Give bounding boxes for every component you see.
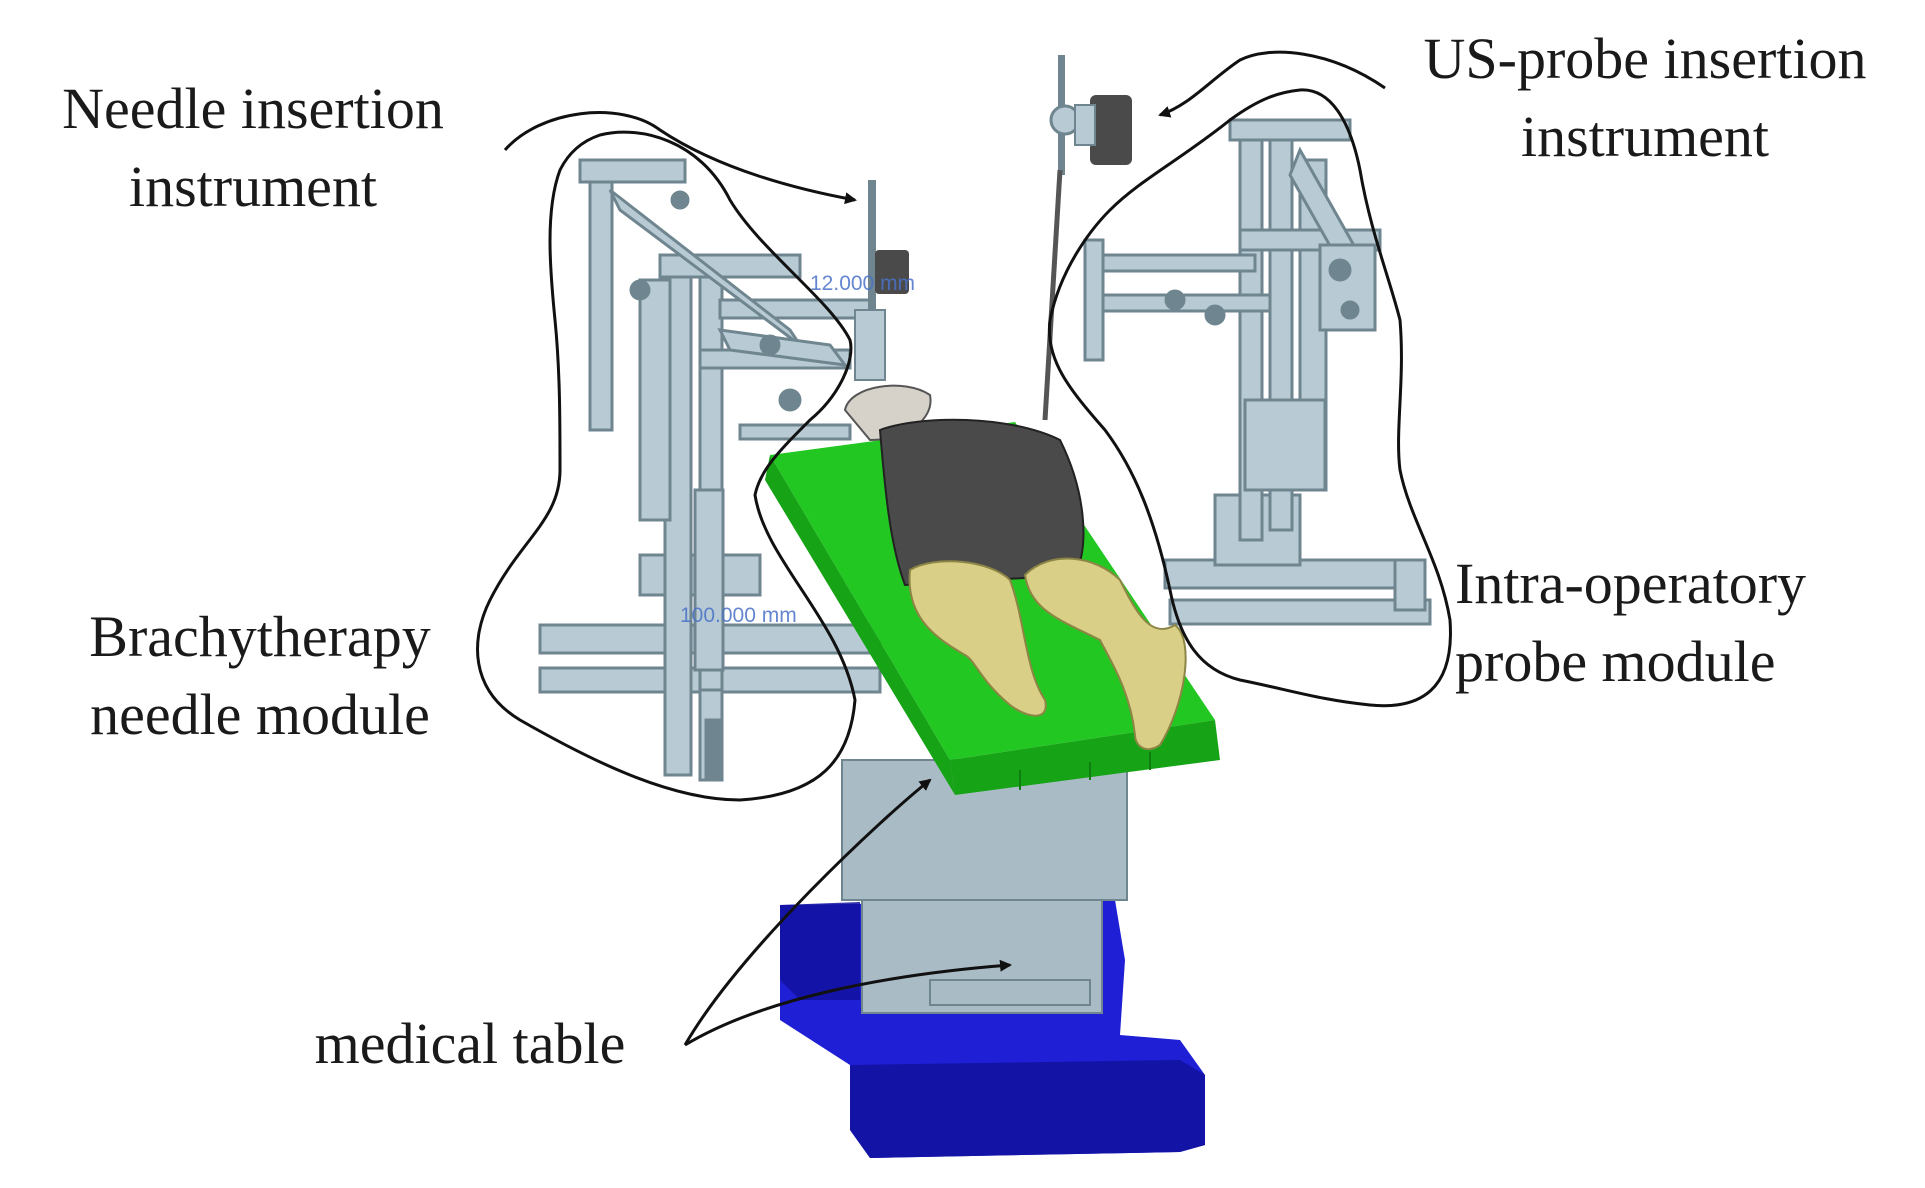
label-needle-insertion-instrument: Needle insertion instrument [62, 76, 444, 219]
pedestal-upper [841, 759, 1128, 901]
arrow-us-probe-instrument [1158, 50, 1386, 118]
label-brachytherapy-needle-module: Brachytherapy needle module [89, 604, 431, 747]
pedestal-collar [929, 979, 1091, 1006]
label-intra-operatory-probe-module: Intra-operatory probe module [1455, 551, 1807, 694]
table-base-side [780, 902, 860, 1000]
label-us-probe-insertion-instrument: US-probe insertion instrument [1423, 26, 1867, 169]
probe-module-outline [1047, 88, 1452, 708]
patient [843, 384, 1187, 751]
needle-dimension: 12.000 mm [810, 272, 915, 295]
arrow-needle-instrument [503, 111, 857, 205]
label-medical-table: medical table [314, 1011, 626, 1076]
brachytherapy-module-frame [538, 158, 882, 782]
patient-leg-left [908, 560, 1047, 717]
brachytherapy-module-outline [476, 130, 857, 802]
mattress-side [765, 455, 955, 795]
patient-torso [878, 418, 1085, 587]
table-pedestal [841, 759, 1128, 1014]
patient-leg-right [1023, 557, 1187, 751]
arrow-medical-table-lower [684, 959, 1012, 1047]
needle-insertion-instrument [854, 180, 909, 381]
table-dimension: 100.000 mm [680, 604, 797, 627]
arrow-medical-table-upper [683, 778, 932, 1046]
us-probe-insertion-instrument [1042, 55, 1132, 421]
table-base-step [850, 1060, 1205, 1158]
probe-module-frame [1083, 118, 1432, 626]
